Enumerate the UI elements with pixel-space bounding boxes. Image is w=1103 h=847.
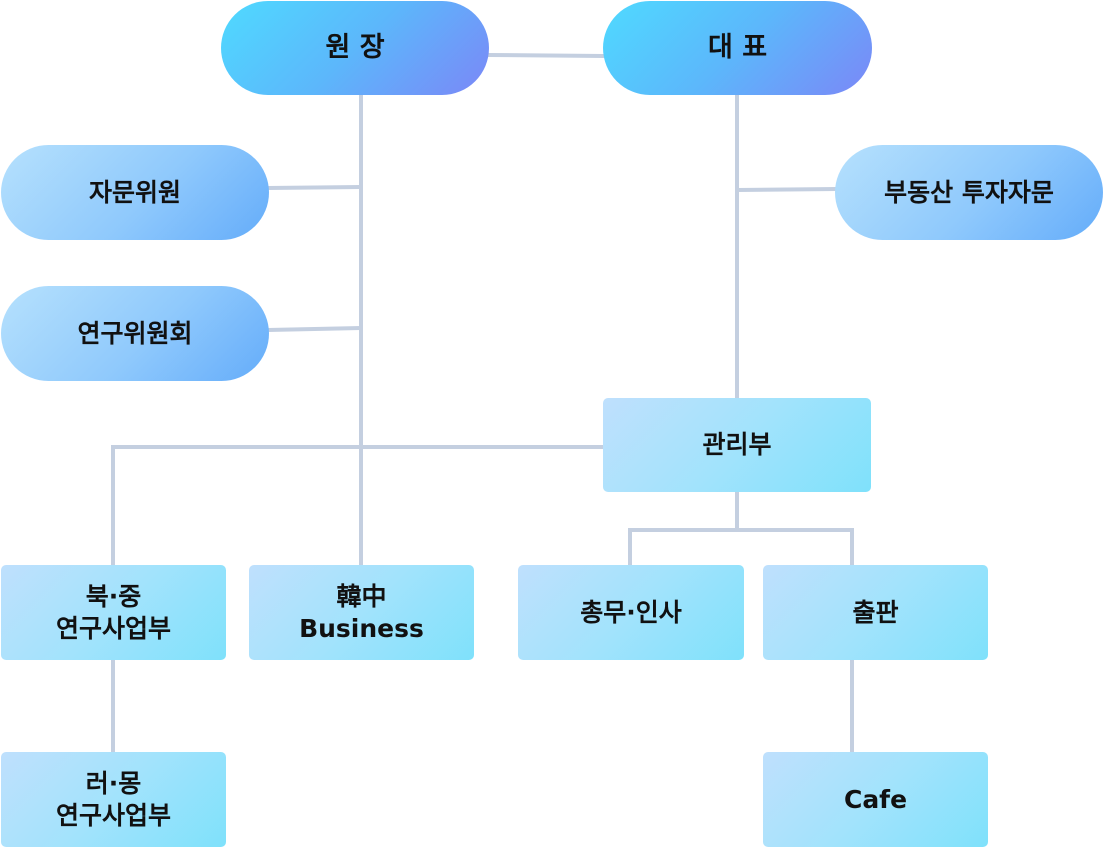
russia-mongolia-research-node: 러·몽 연구사업부 bbox=[1, 752, 226, 847]
director-label: 원 장 bbox=[325, 32, 385, 64]
advisory-committee-label: 자문위원 bbox=[88, 177, 181, 207]
research-committee-label: 연구위원회 bbox=[77, 318, 193, 348]
korea-china-business-line2: Business bbox=[299, 613, 424, 643]
connector-director-ceo bbox=[487, 53, 605, 58]
management-label: 관리부 bbox=[702, 430, 772, 460]
ceo-node: 대 표 bbox=[603, 1, 872, 95]
korea-china-business-line1: 韓中 bbox=[336, 582, 387, 612]
research-committee-node: 연구위원회 bbox=[1, 286, 269, 381]
north-china-research-line2: 연구사업부 bbox=[55, 613, 171, 643]
director-node: 원 장 bbox=[221, 1, 489, 95]
advisory-committee-node: 자문위원 bbox=[1, 145, 269, 240]
general-affairs-hr-node: 총무·인사 bbox=[518, 565, 744, 660]
connector-real-estate bbox=[736, 187, 838, 192]
real-estate-advisory-label: 부동산 투자자문 bbox=[884, 177, 1054, 207]
north-china-research-node: 북·중 연구사업부 bbox=[1, 565, 226, 660]
publishing-node: 출판 bbox=[763, 565, 988, 660]
korea-china-business-node: 韓中 Business bbox=[249, 565, 474, 660]
russia-mongolia-research-line1: 러·몽 bbox=[85, 769, 142, 799]
ceo-label: 대 표 bbox=[707, 32, 768, 64]
connector-research-committee bbox=[267, 326, 362, 332]
north-china-research-line1: 북·중 bbox=[85, 582, 142, 612]
publishing-label: 출판 bbox=[852, 597, 899, 627]
general-affairs-hr-label: 총무·인사 bbox=[580, 597, 682, 627]
management-node: 관리부 bbox=[603, 398, 871, 492]
connector-advisory bbox=[267, 185, 362, 190]
real-estate-advisory-node: 부동산 투자자문 bbox=[835, 145, 1103, 240]
russia-mongolia-research-line2: 연구사업부 bbox=[55, 800, 171, 830]
cafe-node: Cafe bbox=[763, 752, 988, 847]
cafe-label: Cafe bbox=[843, 784, 908, 814]
